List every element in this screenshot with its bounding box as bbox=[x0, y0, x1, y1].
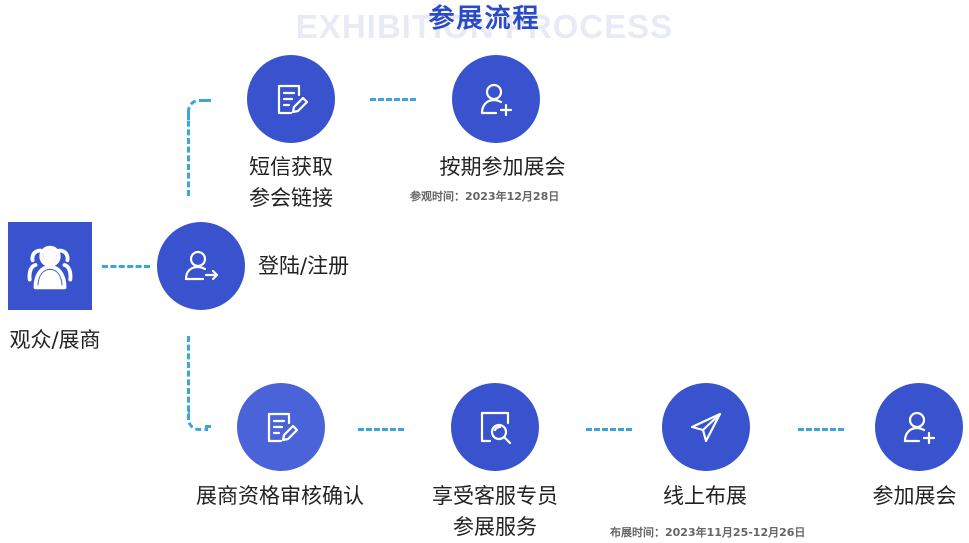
step-label: 参加展会 bbox=[860, 481, 969, 512]
step-label-line: 享受客服专员 bbox=[432, 484, 558, 508]
watermark-text: EXHIBITION PROCESS bbox=[295, 8, 674, 45]
step-label-line: 参加展会 bbox=[872, 484, 957, 508]
connector-down bbox=[187, 336, 190, 420]
step-label-line: 展商资格审核确认 bbox=[196, 484, 364, 508]
setup-time-note: 布展时间：2023年11月25-12月26日 bbox=[610, 526, 806, 539]
connector bbox=[205, 425, 211, 428]
step-label: 享受客服专员 参展服务 bbox=[415, 481, 575, 543]
edit-document-icon bbox=[247, 55, 335, 143]
connector bbox=[102, 265, 150, 268]
add-user-icon bbox=[452, 55, 540, 143]
connector bbox=[205, 99, 211, 102]
paper-plane-icon bbox=[662, 383, 750, 471]
start-label: 观众/展商 bbox=[9, 328, 101, 352]
connector-up bbox=[187, 112, 190, 196]
user-login-icon bbox=[157, 222, 245, 310]
step-label-line: 线上布展 bbox=[663, 484, 747, 508]
step-label: 短信获取 参会链接 bbox=[236, 152, 346, 214]
step-label-line: 参展服务 bbox=[453, 515, 537, 539]
search-document-icon bbox=[451, 383, 539, 471]
step-label: 线上布展 bbox=[640, 481, 770, 512]
connector bbox=[370, 98, 416, 101]
group-icon bbox=[8, 222, 92, 310]
step-label: 展商资格审核确认 bbox=[180, 481, 380, 512]
step-label: 按期参加展会 bbox=[420, 152, 585, 183]
connector bbox=[798, 428, 844, 431]
connector-corner bbox=[187, 410, 208, 431]
login-label: 登陆/注册 bbox=[258, 254, 350, 278]
edit-document-icon bbox=[237, 383, 325, 471]
add-user-icon bbox=[875, 383, 963, 471]
step-label-line: 参会链接 bbox=[249, 186, 333, 210]
connector-corner bbox=[187, 99, 208, 120]
page-title: 参展流程 bbox=[428, 4, 541, 34]
visit-time-note: 参观时间：2023年12月28日 bbox=[410, 190, 560, 203]
connector bbox=[586, 428, 632, 431]
step-label-line: 短信获取 bbox=[249, 155, 333, 179]
step-label-line: 按期参加展会 bbox=[439, 155, 566, 179]
connector bbox=[358, 428, 404, 431]
